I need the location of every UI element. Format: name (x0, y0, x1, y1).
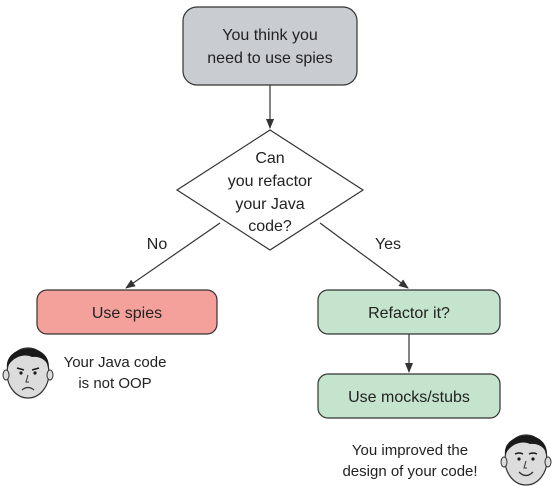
use-mocks-box (317, 373, 501, 419)
happy-face-icon (500, 434, 552, 486)
start-node-line1: You think you (222, 27, 317, 44)
edge-no-label: No (147, 236, 168, 253)
decision-line3: your Java (235, 196, 304, 213)
use-mocks-label: Use mocks/stubs (348, 389, 470, 406)
use-spies-label: Use spies (92, 305, 162, 322)
start-node-line2: need to use spies (207, 50, 332, 67)
decision-line4: code? (248, 218, 292, 235)
edge-yes (319, 222, 409, 289)
start-node-box (182, 6, 358, 86)
use-spies-node: Use spies (36, 289, 218, 335)
refactor-node: Refactor it? (317, 289, 501, 335)
happy-caption-line1: You improved the (352, 442, 468, 459)
decision-line1: Can (255, 150, 284, 167)
happy-caption-line2: design of your code! (342, 463, 477, 480)
use-spies-box (36, 289, 218, 335)
sad-face-icon (2, 347, 54, 399)
edge-no (125, 222, 221, 289)
use-mocks-node: Use mocks/stubs (317, 373, 501, 419)
start-node: You think you need to use spies (182, 6, 358, 86)
sad-caption-line2: is not OOP (78, 375, 151, 392)
refactor-label: Refactor it? (368, 305, 450, 322)
decision-node: Can you refactor your Java code? (175, 129, 365, 251)
edge-yes-label: Yes (375, 236, 401, 253)
sad-caption-line1: Your Java code (64, 354, 167, 371)
decision-line2: you refactor (228, 173, 313, 190)
decision-diamond (175, 129, 365, 251)
